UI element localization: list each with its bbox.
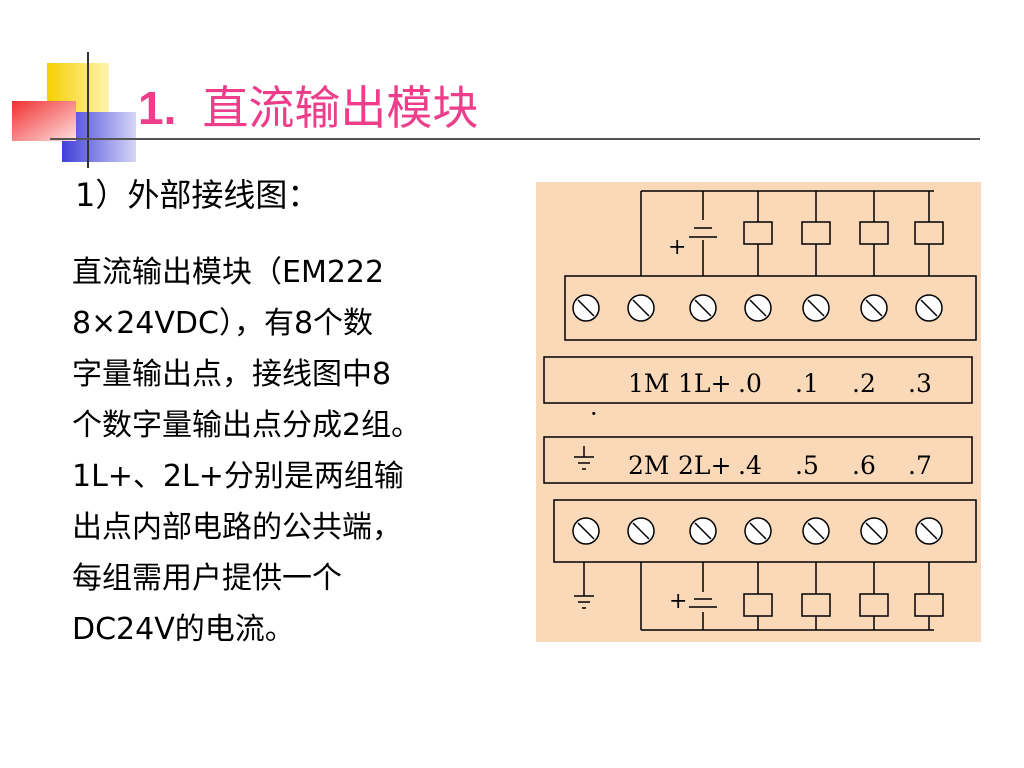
paragraph-line: 字量输出点，接线图中8 (72, 357, 392, 392)
screw-terminal-icon (915, 517, 943, 545)
lower-label-4: .4 (738, 451, 762, 480)
corner-decoration (12, 52, 160, 168)
lower-label-2m: 2M (628, 451, 670, 480)
upper-label-0: .0 (738, 369, 762, 398)
title-number: 1. (138, 82, 177, 134)
upper-screw-terminals (572, 294, 943, 322)
screw-terminal-icon (627, 517, 655, 545)
lower-external-wiring (583, 562, 934, 631)
paragraph-line: 直流输出模块（EM222 (72, 255, 385, 290)
screw-terminal-icon (802, 517, 830, 545)
wiring-diagram: + 1M 1L+ .0 .1 .2 .3 · 2M 2L+ .4 .5 .6 .… (536, 182, 981, 642)
lower-label-7: .7 (908, 451, 932, 480)
relay-coil-icon (743, 221, 944, 245)
screw-terminal-icon (744, 294, 772, 322)
paragraph-line: 出点内部电路的公共端， (72, 510, 402, 545)
screw-terminal-icon (689, 517, 717, 545)
upper-external-wiring (640, 190, 934, 276)
upper-label-strip (543, 356, 973, 404)
upper-label-1m: 1M (628, 369, 670, 398)
battery-icon (689, 227, 717, 238)
title-text: 直流输出模块 (202, 81, 479, 135)
lower-screw-terminals (572, 517, 943, 545)
screw-terminal-icon (627, 294, 655, 322)
battery-plus-label: + (668, 235, 686, 260)
paragraph-line: 每组需用户提供一个 (72, 561, 342, 596)
screw-terminal-icon (860, 294, 888, 322)
ground-icon (574, 446, 594, 470)
battery-plus-label: + (669, 589, 687, 614)
dot-mark: · (590, 400, 598, 428)
battery-icon (689, 598, 717, 608)
title-underline (50, 138, 980, 140)
upper-label-3: .3 (908, 369, 932, 398)
upper-label-2: .2 (852, 369, 876, 398)
upper-label-1: .1 (795, 369, 819, 398)
screw-terminal-icon (915, 294, 943, 322)
screw-terminal-icon (802, 294, 830, 322)
screw-terminal-icon (572, 517, 600, 545)
relay-coil-icon (743, 593, 944, 617)
lower-label-strip (543, 436, 973, 484)
lower-label-5: .5 (795, 451, 819, 480)
slide-title: 1. 直流输出模块 (138, 72, 478, 138)
screw-terminal-icon (689, 294, 717, 322)
lower-label-2lplus: 2L+ (678, 451, 731, 480)
paragraph-line: 8×24VDC），有8个数 (72, 306, 374, 341)
paragraph-line: 个数字量输出点分成2组。 (72, 408, 422, 443)
screw-terminal-icon (744, 517, 772, 545)
section-heading: 1）外部接线图： (75, 176, 320, 214)
paragraph-line: DC24V的电流。 (72, 612, 295, 647)
ground-icon (574, 595, 594, 609)
paragraph-line: 1L+、2L+分别是两组输 (72, 459, 404, 494)
lower-label-6: .6 (852, 451, 876, 480)
description-paragraph: 直流输出模块（EM222 8×24VDC），有8个数 字量输出点，接线图中8 个… (72, 247, 532, 655)
screw-terminal-icon (572, 294, 600, 322)
upper-label-1lplus: 1L+ (678, 369, 731, 398)
decor-red-square (12, 101, 76, 141)
screw-terminal-icon (860, 517, 888, 545)
